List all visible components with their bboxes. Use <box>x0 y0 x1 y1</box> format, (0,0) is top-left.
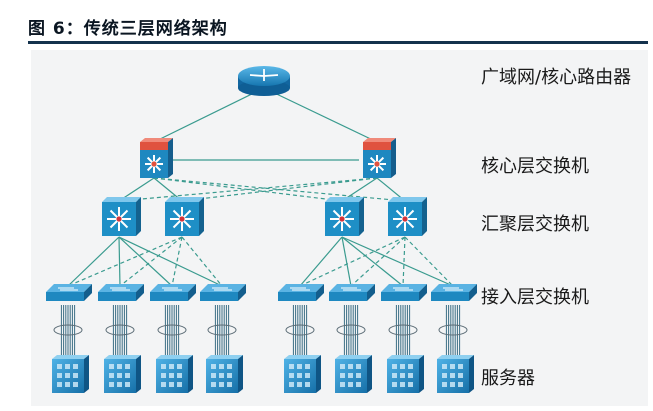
tier-label-aggregation: 汇聚层交换机 <box>481 214 589 235</box>
tier-label-access: 接入层交换机 <box>481 287 589 308</box>
access-switch-icon-2 <box>98 284 144 301</box>
aggregation-switch-icon-4 <box>388 197 427 236</box>
server-icon-4 <box>206 355 243 393</box>
cable-bundle-5 <box>285 305 315 356</box>
link-core-agg-2-2 <box>181 177 378 202</box>
cable-bundle-8 <box>438 305 468 356</box>
core-switch-icon-2 <box>363 138 396 178</box>
link-router-core-2 <box>263 87 378 143</box>
aggregation-switch-icon-2 <box>165 197 204 236</box>
aggregation-switch-icon-1 <box>102 197 141 236</box>
core-switch-icon-1 <box>140 138 173 178</box>
nodes-layer <box>46 66 477 393</box>
tier-label-router: 广域网/核心路由器 <box>481 67 632 88</box>
server-icon-8 <box>437 355 474 393</box>
link-agg-acc-2-2 <box>119 236 183 287</box>
link-agg-acc-4-3 <box>402 236 406 287</box>
cable-bundle-6 <box>336 305 366 356</box>
server-icon-5 <box>284 355 321 393</box>
aggregation-switch-icon-3 <box>325 197 364 236</box>
link-agg-acc-1-1 <box>67 236 120 287</box>
cable-bundle-1 <box>53 305 83 356</box>
link-agg-acc-2-4 <box>181 236 223 287</box>
link-agg-acc-1-3 <box>118 236 173 287</box>
server-icon-3 <box>156 355 193 393</box>
access-switch-icon-3 <box>150 284 196 301</box>
link-agg-acc-1-2 <box>118 236 121 287</box>
link-core-agg-2-1 <box>118 177 378 202</box>
link-agg-acc-4-1 <box>299 236 406 287</box>
link-router-core-1 <box>153 87 265 143</box>
access-switch-icon-4 <box>200 284 246 301</box>
link-agg-acc-3-4 <box>341 236 454 287</box>
access-switch-icon-7 <box>381 284 427 301</box>
access-switch-icon-5 <box>278 284 324 301</box>
link-agg-acc-3-1 <box>299 236 343 287</box>
tier-label-core: 核心层交换机 <box>481 156 589 177</box>
link-agg-acc-2-3 <box>171 236 183 287</box>
cable-bundle-3 <box>157 305 187 356</box>
server-icon-7 <box>387 355 424 393</box>
link-agg-acc-3-2 <box>341 236 352 287</box>
link-agg-acc-4-2 <box>350 236 406 287</box>
link-agg-acc-1-4 <box>118 236 223 287</box>
server-icon-1 <box>52 355 89 393</box>
cable-bundle-2 <box>105 305 135 356</box>
access-switch-icon-1 <box>46 284 92 301</box>
links-layer <box>67 87 454 287</box>
link-agg-acc-4-4 <box>404 236 454 287</box>
figure-title: 图 6：传统三层网络架构 <box>28 19 228 39</box>
access-switch-icon-8 <box>431 284 477 301</box>
cable-bundle-7 <box>388 305 418 356</box>
tier-label-server: 服务器 <box>481 368 535 389</box>
server-icon-2 <box>104 355 141 393</box>
title-rule <box>28 41 648 44</box>
router-icon <box>238 66 290 96</box>
access-switch-icon-6 <box>329 284 375 301</box>
link-agg-acc-3-3 <box>341 236 404 287</box>
server-icon-6 <box>335 355 372 393</box>
cable-bundle-4 <box>207 305 237 356</box>
